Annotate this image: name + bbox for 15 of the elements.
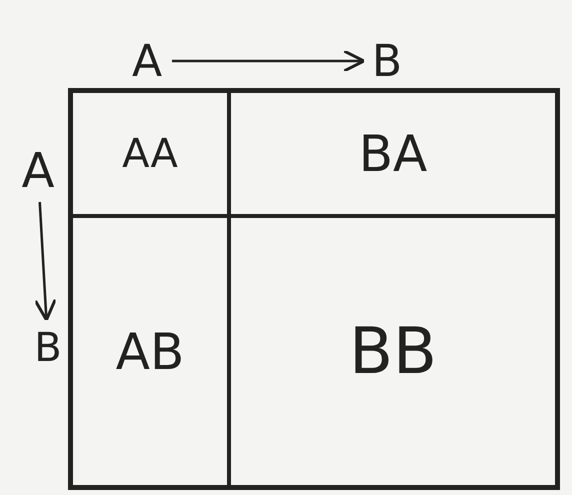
- axis-letter: B: [362, 36, 412, 86]
- arrow: [172, 50, 366, 72]
- grid-frame: [68, 88, 560, 490]
- axis-letter: A: [12, 140, 64, 202]
- cell-label: AB: [116, 322, 184, 380]
- grid-cell: [229, 216, 557, 487]
- cell-label: AA: [122, 130, 178, 176]
- grid-cell: [71, 91, 229, 216]
- axis-letter: A: [122, 36, 172, 86]
- grid-cell: [229, 91, 557, 216]
- arrow: [34, 202, 57, 322]
- cell-label: BB: [349, 314, 437, 388]
- axis-letter: B: [30, 318, 66, 378]
- grid-cell: [71, 216, 229, 487]
- cell-label: BA: [358, 124, 428, 182]
